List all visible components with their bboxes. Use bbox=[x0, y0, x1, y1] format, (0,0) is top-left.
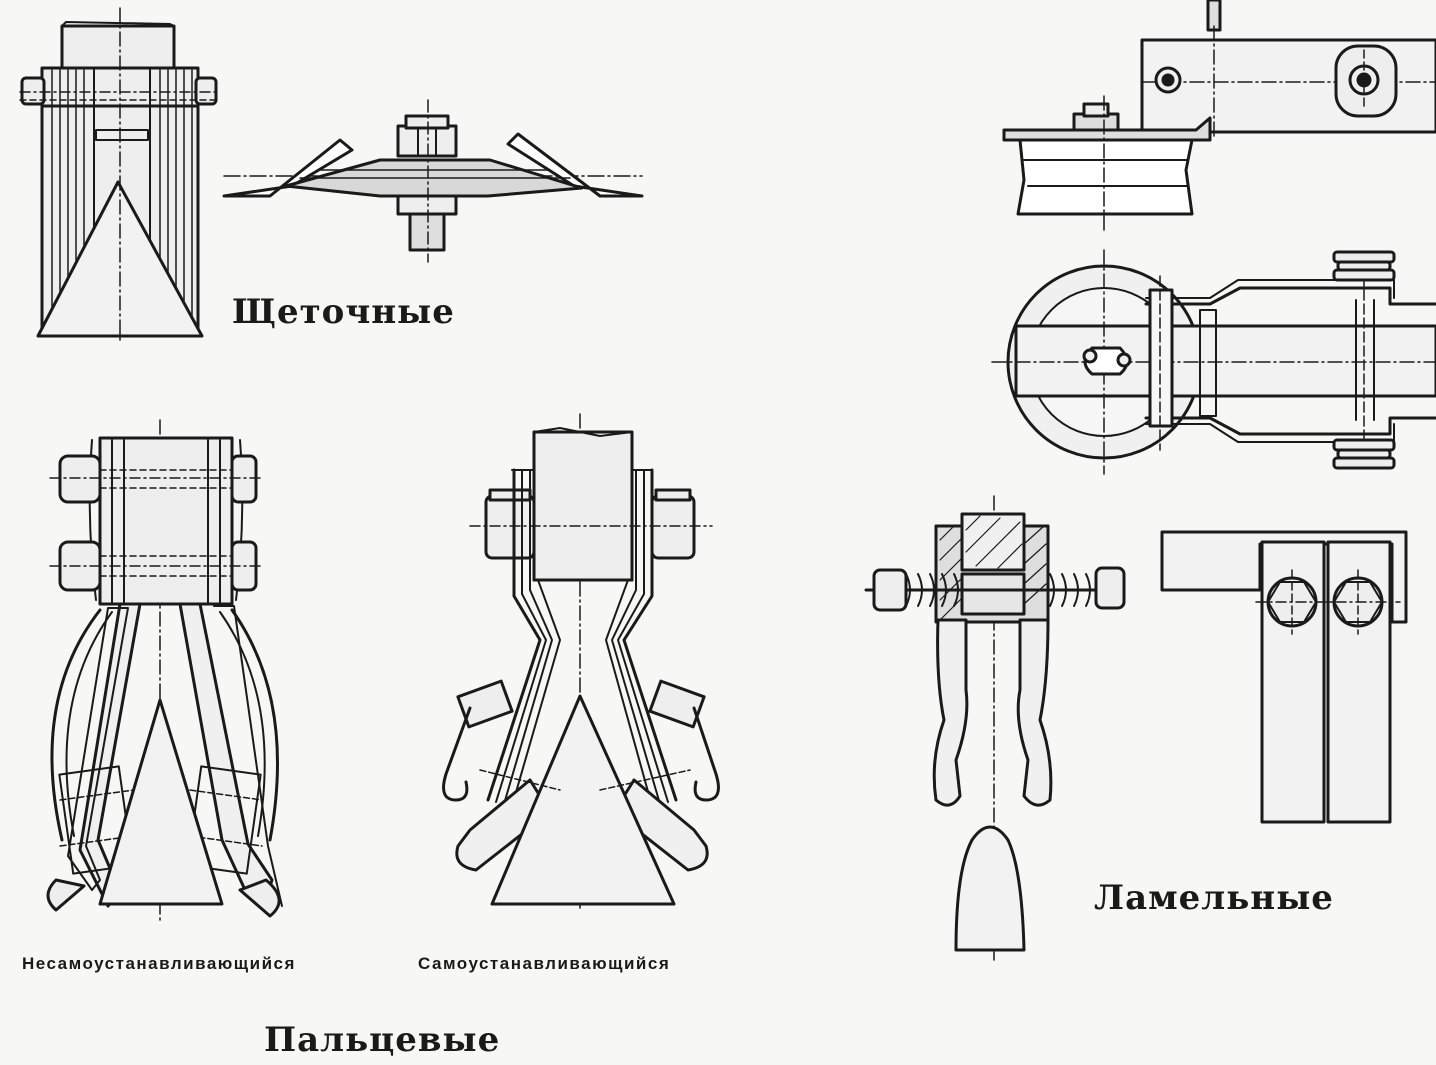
lamellar-holder-label: Ламельные bbox=[1094, 878, 1334, 918]
brush-holder-label: Щеточные bbox=[232, 292, 455, 332]
brush-holder-front-view bbox=[19, 7, 221, 341]
lamellar-holder-roller-view bbox=[991, 249, 1436, 475]
finger-holder-self bbox=[442, 413, 720, 913]
brush-holder-side-view bbox=[222, 99, 644, 263]
lamellar-holder-end-view bbox=[1160, 530, 1408, 824]
finger-holder-fixed bbox=[46, 419, 283, 923]
finger-fixed-label: Несамоустанавливающийся bbox=[22, 954, 296, 973]
finger-self-label: Самоустанавливающийся bbox=[418, 954, 671, 973]
lamellar-holder-front-view bbox=[864, 495, 1126, 961]
finger-holder-label: Пальцевые bbox=[264, 1020, 501, 1060]
lamellar-holder-top-view bbox=[1002, 0, 1436, 233]
